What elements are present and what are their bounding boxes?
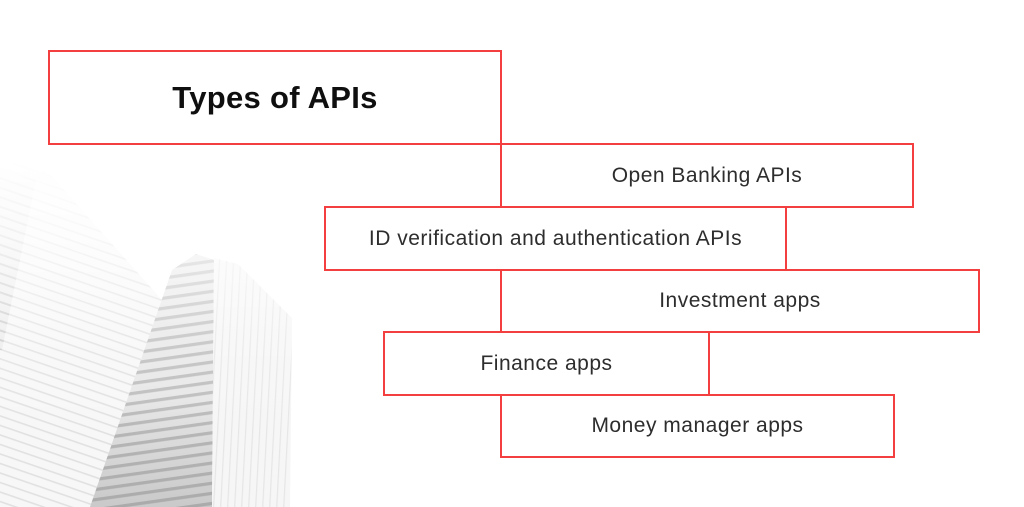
node-label: Finance apps [480,351,613,375]
node-label: Money manager apps [591,414,804,437]
diagram-title: Types of APIs [172,79,378,115]
node-investment-apps: Investment apps [500,269,980,333]
node-label: Open Banking APIs [611,163,803,187]
node-id-verification-apis: ID verification and authentication APIs [324,206,787,271]
node-label: ID verification and authentication APIs [368,226,743,250]
node-open-banking-apis: Open Banking APIs [500,143,914,208]
diagram-title-box: Types of APIs [48,50,502,145]
skyscraper-photo [0,158,300,507]
node-money-manager-apps: Money manager apps [500,394,895,458]
skyscraper-illustration [0,158,300,507]
node-label: Investment apps [659,289,821,312]
node-finance-apps: Finance apps [383,331,710,396]
